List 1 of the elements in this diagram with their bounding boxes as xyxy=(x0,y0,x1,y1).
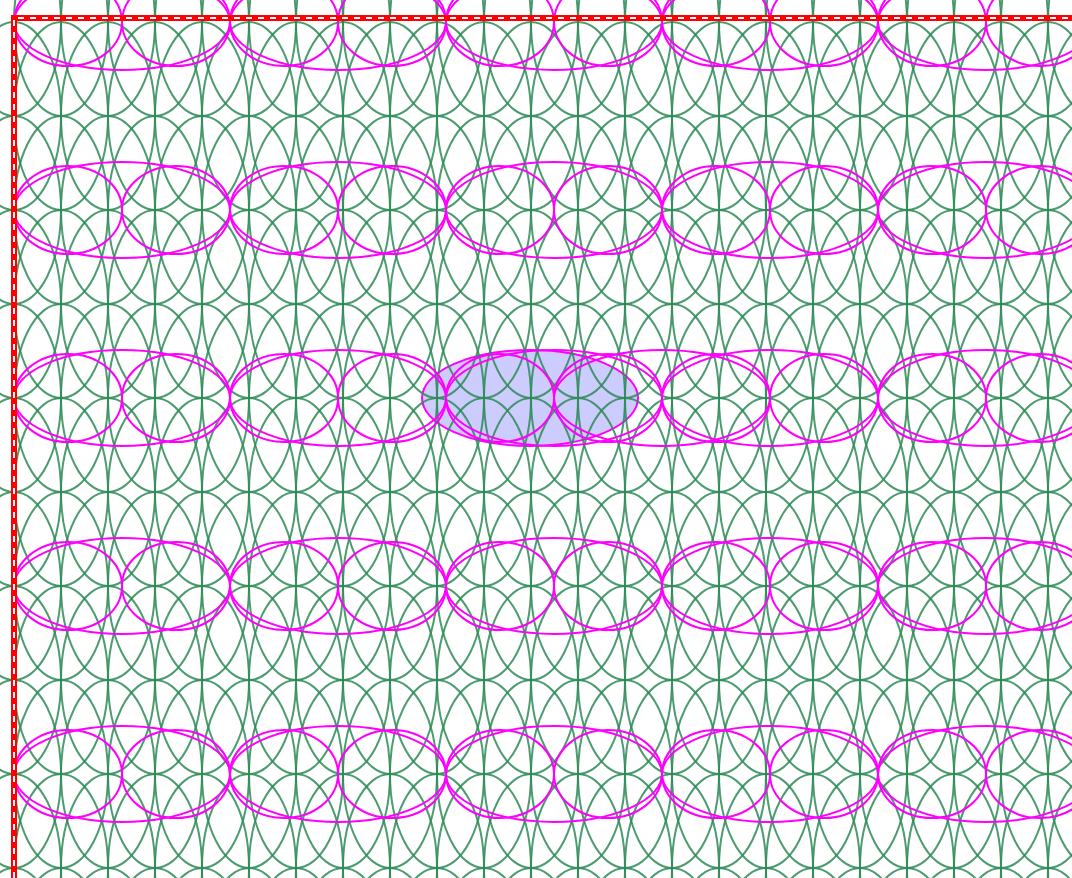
ellipse-highlight xyxy=(422,350,638,446)
